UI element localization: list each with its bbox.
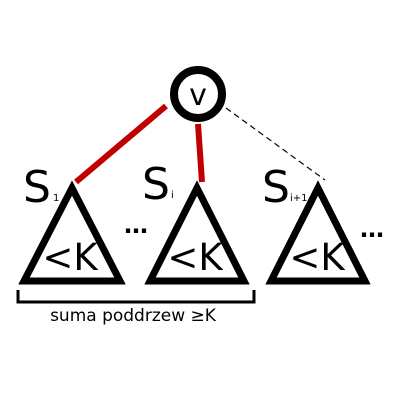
sum-brace bbox=[16, 290, 256, 304]
subtree-i-value-label: <K bbox=[167, 236, 224, 279]
subtree-i-name: S bbox=[142, 159, 170, 210]
sum-brace-caption: suma poddrzew ≥K bbox=[50, 306, 217, 326]
subtree-i-subscript: i bbox=[171, 190, 174, 201]
subtree-i-plus-1-name: S bbox=[262, 162, 290, 213]
subtree-i-plus-1-value-label: <K bbox=[289, 236, 346, 279]
edge-root-to-subtree-i bbox=[195, 123, 205, 183]
subtree-1-triangle bbox=[18, 180, 126, 285]
subtree-i-plus-1-subscript: i+1 bbox=[290, 193, 308, 204]
subtree-i-triangle bbox=[144, 180, 250, 285]
root-node bbox=[170, 66, 226, 122]
edge-root-to-subtree-i-plus-1 bbox=[225, 107, 326, 181]
subtree-i-plus-1-triangle bbox=[265, 180, 371, 285]
ellipsis-right: … bbox=[360, 215, 384, 243]
subtree-1-name: S bbox=[23, 162, 51, 213]
edge-root-to-subtree-1 bbox=[74, 103, 168, 185]
root-node-label: v bbox=[189, 78, 207, 113]
subtree-1-value-label: <K bbox=[42, 236, 99, 279]
subtree-1-subscript: 1 bbox=[53, 193, 59, 204]
ellipsis-left: … bbox=[124, 211, 148, 239]
